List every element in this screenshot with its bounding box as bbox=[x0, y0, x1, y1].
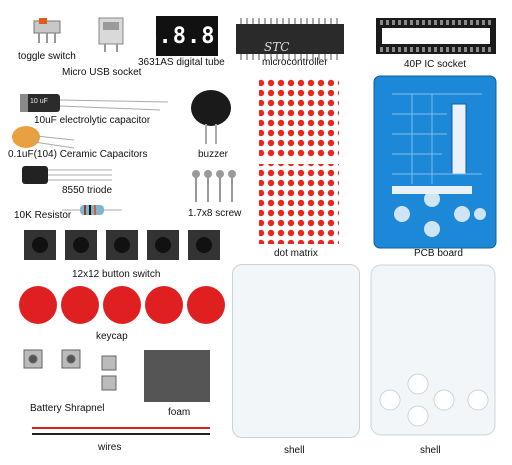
wires-label: wires bbox=[98, 442, 122, 453]
battery-shrapnel-photo bbox=[22, 346, 132, 398]
toggle-switch-label: toggle switch bbox=[18, 51, 76, 62]
shell-right-photo bbox=[370, 264, 496, 436]
keycap-label: keycap bbox=[96, 331, 128, 342]
dot-matrix-label: dot matrix bbox=[274, 248, 318, 259]
battery-shrapnel-label: Battery Shrapnel bbox=[30, 403, 105, 414]
ic-socket-photo bbox=[376, 16, 496, 56]
button-switches-photo bbox=[20, 226, 220, 266]
digital-tube-digits: 8.8.8. bbox=[144, 23, 230, 49]
ceramic-capacitor-photo bbox=[6, 124, 76, 154]
keycaps-photo bbox=[18, 284, 228, 326]
buzzer-photo bbox=[190, 86, 232, 146]
toggle-switch-photo bbox=[32, 15, 62, 45]
digital-tube-photo: 8.8.8. bbox=[144, 16, 229, 56]
screw-label: 1.7x8 screw bbox=[188, 208, 242, 219]
microcontroller-label: microcontroller bbox=[262, 57, 328, 68]
pcb-board-label: PCB board bbox=[414, 248, 463, 259]
micro-usb-label: Micro USB socket bbox=[62, 67, 142, 78]
shell-left-photo bbox=[232, 264, 360, 438]
resistor-label: 10K Resistor bbox=[14, 210, 72, 221]
microcontroller-photo: STC bbox=[236, 18, 344, 62]
wires-photo bbox=[32, 424, 210, 438]
digital-tube-label: 3631AS digital tube bbox=[138, 57, 225, 68]
screws-photo bbox=[190, 170, 242, 206]
triode-photo bbox=[22, 164, 112, 186]
shell-left-label: shell bbox=[284, 445, 305, 456]
dot-matrix-photo bbox=[256, 78, 342, 244]
button-switch-label: 12x12 button switch bbox=[72, 269, 161, 280]
shell-right-label: shell bbox=[420, 445, 441, 456]
pcb-board-photo bbox=[372, 74, 498, 250]
micro-usb-photo bbox=[96, 14, 126, 54]
ceramic-capacitor-label: 0.1uF(104) Ceramic Capacitors bbox=[8, 149, 148, 160]
foam-photo bbox=[144, 350, 210, 402]
foam-label: foam bbox=[168, 407, 191, 418]
resistor-photo bbox=[62, 204, 122, 216]
capacitor-marking: 10 uF bbox=[30, 98, 48, 105]
microcontroller-marking: STC bbox=[264, 40, 290, 54]
ic-socket-label: 40P IC socket bbox=[404, 59, 467, 70]
buzzer-label: buzzer bbox=[198, 149, 229, 160]
electrolytic-capacitor-photo: 10 uF bbox=[20, 92, 170, 114]
triode-label: 8550 triode bbox=[62, 185, 113, 196]
electrolytic-capacitor-label: 10uF electrolytic capacitor bbox=[34, 115, 151, 126]
